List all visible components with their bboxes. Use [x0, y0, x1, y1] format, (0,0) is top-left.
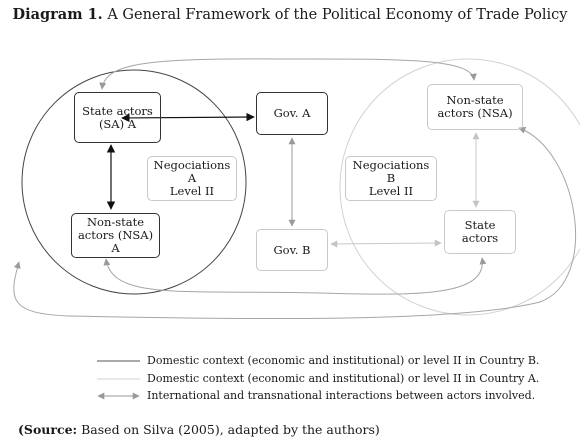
node-nsa-a: Non-state actors (NSA) A	[71, 213, 160, 258]
legend-item-country-a: Domestic context (economic and instituti…	[147, 372, 540, 385]
node-gov-a-label: Gov. A	[273, 106, 311, 120]
arrow-sa-a-gov-a	[121, 112, 255, 123]
node-nsa-a-line2: actors (NSA)	[77, 228, 154, 242]
node-gov-b-label: Gov. B	[273, 242, 311, 257]
node-negociations-b-line1: Negociations	[352, 158, 430, 172]
node-nsa-b: Non-state actors (NSA)	[427, 84, 523, 130]
node-negociations-a-line2: A	[187, 171, 197, 185]
node-nsa-a-line3: A	[111, 241, 120, 255]
node-negociations-a: Negociations A Level II	[147, 156, 237, 201]
diagram-title-text: A General Framework of the Political Eco…	[102, 7, 568, 23]
node-gov-a: Gov. A	[256, 92, 328, 135]
node-gov-b: Gov. B	[256, 229, 328, 271]
node-state-actors-a-line2: (SA) A	[98, 116, 137, 131]
node-state-actors-a-line1: State actors	[82, 103, 153, 118]
diagram-title-number: Diagram 1.	[12, 6, 103, 23]
diagram-title: Diagram 1. A General Framework of the Po…	[0, 6, 580, 23]
node-negociations-b-line2: B	[386, 171, 396, 185]
arrow-nsa-a-state-actors-b-curve	[103, 257, 487, 295]
node-nsa-b-line2: actors (NSA)	[437, 106, 513, 120]
legend-item-interaction: International and transnational interact…	[147, 389, 536, 402]
source-label: (Source:	[18, 422, 78, 437]
arrow-sa-a-nsa-b-curve	[99, 58, 477, 90]
node-negociations-a-line3: Level II	[169, 184, 215, 198]
node-negociations-b: Negociations B Level II	[345, 156, 437, 201]
node-nsa-b-line1: Non-state	[446, 93, 504, 107]
node-negociations-b-line3: Level II	[368, 184, 414, 198]
source-note: (Source: Based on Silva (2005), adapted …	[18, 422, 380, 437]
legend-item-country-b: Domestic context (economic and instituti…	[147, 354, 540, 367]
source-text: Based on Silva (2005), adapted by the au…	[77, 422, 380, 437]
arrow-outer-loop-curve	[13, 126, 577, 320]
node-nsa-a-line1: Non-state	[86, 215, 145, 229]
node-state-actors-b-label: State actors	[461, 218, 499, 245]
node-negociations-a-line1: Negociations	[153, 158, 231, 172]
node-state-actors-b: State actors	[444, 210, 516, 254]
node-state-actors-a: State actors (SA) A	[74, 92, 161, 143]
arrow-gov-b-state-actors-b	[330, 239, 442, 248]
